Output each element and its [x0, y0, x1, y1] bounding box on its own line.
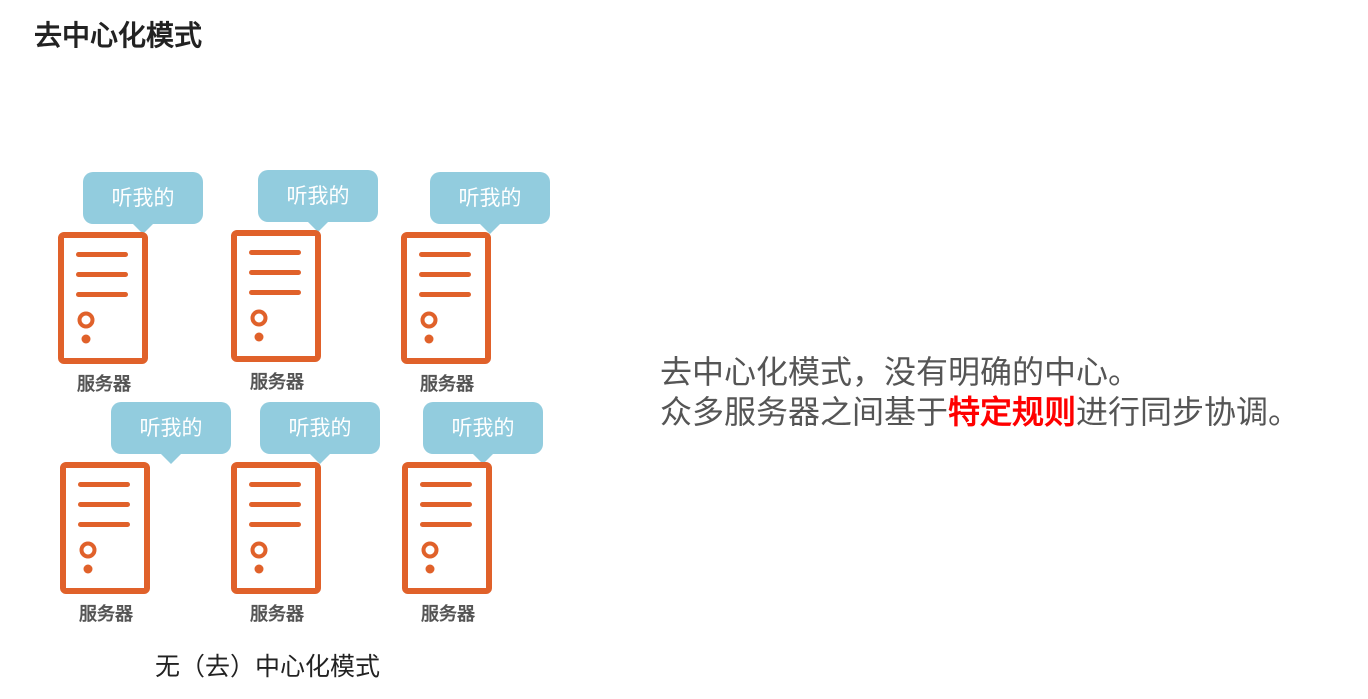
speech-bubble: 听我的	[430, 172, 550, 234]
server-node-6: 听我的 服务器	[402, 402, 562, 632]
server-label: 服务器	[250, 372, 304, 393]
speech-bubble: 听我的	[111, 402, 231, 464]
server-icon	[231, 462, 321, 594]
speech-bubble: 听我的	[258, 170, 378, 232]
description-line-1: 去中心化模式，没有明确的中心。	[660, 353, 1141, 391]
server-label: 服务器	[77, 374, 131, 395]
server-node-3: 听我的 服务器	[401, 172, 561, 402]
page-title: 去中心化模式	[34, 19, 203, 52]
server-node-1: 听我的 服务器	[58, 172, 218, 402]
server-label: 服务器	[420, 374, 474, 395]
server-label: 服务器	[421, 604, 475, 625]
server-icon	[231, 230, 321, 362]
speech-bubble: 听我的	[260, 402, 380, 464]
server-label: 服务器	[250, 604, 304, 625]
diagram-caption: 无（去）中心化模式	[155, 652, 381, 681]
server-label: 服务器	[79, 604, 133, 625]
server-node-2: 听我的 服务器	[231, 170, 391, 400]
description-line-2-prefix: 众多服务器之间基于	[660, 393, 949, 431]
speech-bubble: 听我的	[423, 402, 543, 464]
speech-bubble: 听我的	[83, 172, 203, 234]
server-icon	[402, 462, 492, 594]
server-node-4: 听我的 服务器	[60, 402, 231, 632]
description-text: 去中心化模式，没有明确的中心。 众多服务器之间基于特定规则进行同步协调。	[660, 352, 1300, 432]
description-highlight: 特定规则	[948, 393, 1077, 431]
server-icon	[58, 232, 148, 364]
server-icon	[60, 462, 150, 594]
server-node-5: 听我的 服务器	[231, 402, 391, 632]
description-line-2-suffix: 进行同步协调。	[1076, 393, 1301, 431]
description-line-2: 众多服务器之间基于特定规则进行同步协调。	[660, 392, 1300, 432]
server-icon	[401, 232, 491, 364]
